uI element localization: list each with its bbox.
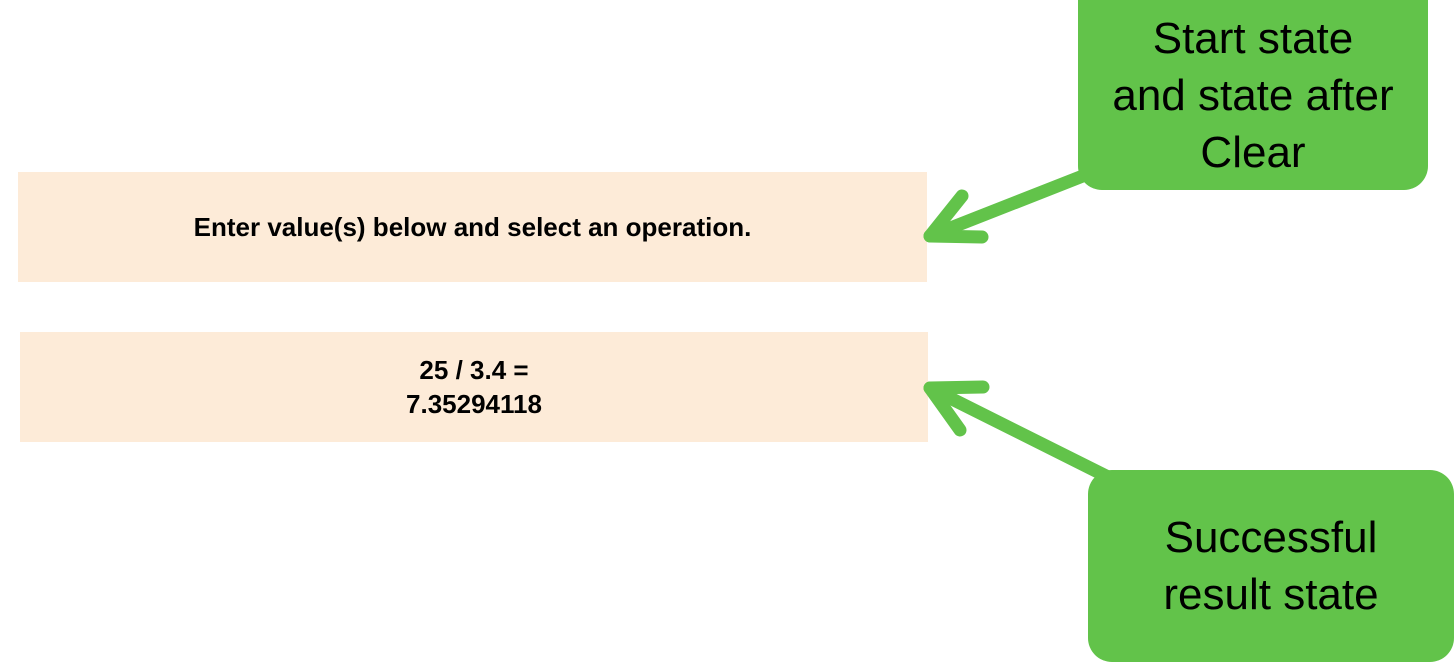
start-state-callout: Start state and state after Clear (1078, 0, 1428, 190)
start-callout-line-1: Start state (1152, 13, 1354, 63)
start-callout-line-2: and state after (1112, 70, 1394, 120)
result-callout-arrowhead (923, 380, 990, 437)
start-state-panel: Enter value(s) below and select an opera… (18, 172, 927, 282)
result-state-callout: Successful result state (1088, 470, 1454, 662)
result-expression: 25 / 3.4 = (419, 355, 529, 385)
result-callout-line-1: Successful (1164, 513, 1378, 562)
result-callout-arrow (923, 381, 1117, 485)
start-callout-arrowhead (923, 189, 989, 244)
result-state-panel: 25 / 3.4 = 7.35294118 (20, 332, 928, 442)
result-value: 7.35294118 (406, 389, 542, 419)
result-callout-line-2: result state (1163, 570, 1379, 619)
start-state-message: Enter value(s) below and select an opera… (193, 211, 752, 242)
start-callout-arrow (923, 163, 1105, 243)
start-callout-line-3: Clear (1200, 127, 1306, 177)
